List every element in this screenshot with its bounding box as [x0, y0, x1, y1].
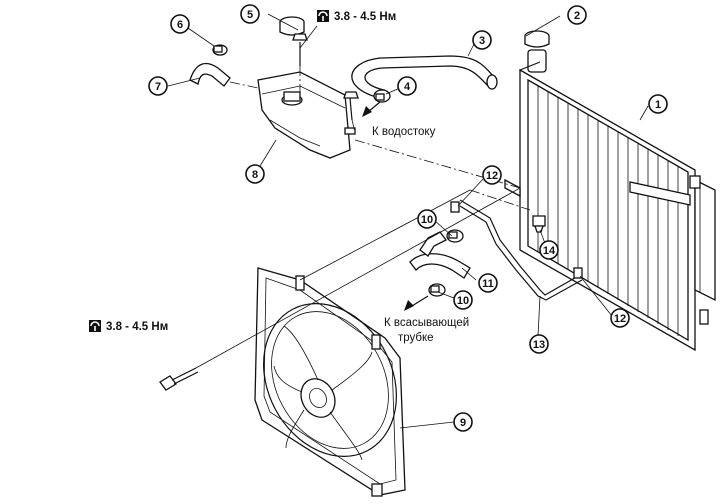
hose-clamp-10-upper — [446, 229, 464, 243]
reservoir-bolt — [292, 33, 308, 66]
drain-plug — [532, 215, 546, 233]
lower-hose — [409, 231, 471, 279]
svg-text:12: 12 — [486, 170, 498, 182]
callout-11: 11 — [478, 273, 498, 293]
callout-1: 1 — [648, 94, 668, 114]
svg-text:3: 3 — [479, 35, 485, 47]
svg-text:6: 6 — [177, 19, 183, 31]
svg-text:10: 10 — [457, 295, 469, 307]
pipe-clip-12-upper — [450, 201, 460, 213]
svg-text:11: 11 — [482, 278, 494, 290]
torque-wrench-icon — [89, 320, 101, 332]
hose-clamp-4 — [373, 89, 391, 103]
hose-clamp-10-lower — [428, 283, 446, 297]
upper-hose — [351, 55, 498, 99]
torque-spec-left: 3.8 - 4.5 Нм — [89, 320, 168, 333]
torque-spec-top: 3.8 - 4.5 Нм — [317, 10, 396, 23]
callout-9: 9 — [453, 412, 473, 432]
svg-text:7: 7 — [155, 81, 161, 93]
callout-10-lower: 10 — [453, 290, 473, 310]
callout-3: 3 — [472, 30, 492, 50]
note-drain: К водостоку — [372, 126, 436, 138]
direction-arrow-icon — [362, 101, 381, 117]
callout-10-upper: 10 — [417, 209, 437, 229]
svg-text:5: 5 — [247, 9, 253, 21]
svg-text:9: 9 — [460, 417, 466, 429]
radiator — [504, 49, 716, 352]
callout-14: 14 — [539, 240, 559, 260]
shroud-bolt — [159, 367, 199, 391]
svg-text:2: 2 — [574, 10, 580, 22]
callout-13: 13 — [529, 334, 549, 354]
svg-text:1: 1 — [655, 99, 661, 111]
note-suction-line2: трубке — [398, 332, 434, 344]
svg-text:13: 13 — [533, 339, 545, 351]
svg-text:3.8 - 4.5 Нм: 3.8 - 4.5 Нм — [334, 11, 396, 23]
svg-text:4: 4 — [404, 81, 411, 93]
fan-shroud — [254, 267, 406, 497]
svg-text:8: 8 — [252, 169, 258, 181]
hose-clip-6 — [212, 44, 228, 56]
svg-text:14: 14 — [543, 245, 556, 257]
direction-arrow-icon — [404, 295, 429, 311]
reservoir-tank — [257, 71, 356, 159]
reservoir-hose — [189, 62, 231, 87]
callout-8: 8 — [245, 164, 265, 184]
leader-lines — [167, 13, 649, 429]
callout-12-upper: 12 — [482, 165, 502, 185]
svg-text:12: 12 — [614, 313, 626, 325]
svg-text:10: 10 — [421, 214, 433, 226]
callout-7: 7 — [148, 76, 168, 96]
reservoir-side-bolt — [343, 91, 359, 121]
callout-5: 5 — [240, 4, 260, 24]
svg-text:3.8 - 4.5 Нм: 3.8 - 4.5 Нм — [106, 321, 168, 333]
callout-6: 6 — [170, 14, 190, 34]
radiator-core-fins — [537, 86, 679, 336]
torque-wrench-icon — [317, 10, 329, 22]
coolant-pipe — [459, 199, 583, 301]
reservoir-cap — [279, 16, 305, 36]
pipe-clip-12-lower — [573, 267, 583, 279]
radiator-cap — [524, 30, 550, 48]
callout-4: 4 — [397, 76, 417, 96]
note-suction-line1: К всасывающей — [384, 317, 469, 329]
callout-12-lower: 12 — [610, 308, 630, 328]
callout-2: 2 — [567, 5, 587, 25]
